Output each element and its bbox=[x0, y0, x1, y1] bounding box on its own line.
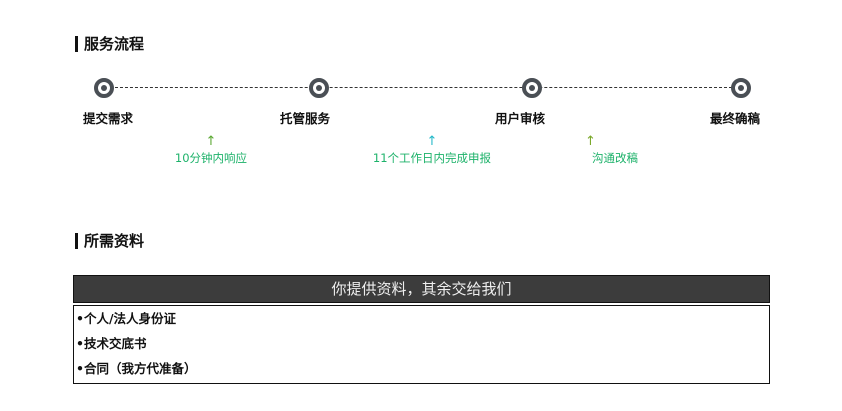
note-text: 10分钟内响应 bbox=[174, 151, 248, 165]
process-heading: 服务流程 bbox=[75, 36, 144, 52]
arrow-up-icon: ↑ bbox=[585, 134, 596, 149]
step-marker-icon bbox=[94, 78, 114, 98]
materials-heading: 所需资料 bbox=[75, 233, 144, 249]
list-item: •技术交底书 bbox=[76, 336, 147, 351]
step-label: 托管服务 bbox=[279, 111, 331, 126]
materials-banner: 你提供资料，其余交给我们 bbox=[73, 275, 770, 303]
arrow-up-icon: ↑ bbox=[426, 134, 438, 149]
step-note: ↑ 沟通改稿 bbox=[585, 133, 645, 167]
step-marker-icon bbox=[731, 78, 751, 98]
arrow-up-icon: ↑ bbox=[205, 134, 217, 149]
note-text: 沟通改稿 bbox=[592, 151, 638, 165]
materials-list: •个人/法人身份证 •技术交底书 •合同（我方代准备） bbox=[73, 305, 770, 384]
step-marker-icon bbox=[522, 78, 542, 98]
list-item: •合同（我方代准备） bbox=[76, 361, 197, 376]
timeline-line bbox=[110, 87, 732, 88]
list-item: •个人/法人身份证 bbox=[76, 311, 177, 326]
step-label: 提交需求 bbox=[82, 111, 134, 126]
note-text: 11个工作日内完成申报 bbox=[372, 151, 492, 165]
step-label: 最终确稿 bbox=[709, 111, 761, 126]
step-note: ↑ 10分钟内响应 bbox=[161, 133, 261, 167]
step-note: ↑ 11个工作日内完成申报 bbox=[367, 133, 497, 167]
step-label: 用户审核 bbox=[494, 111, 546, 126]
step-marker-icon bbox=[309, 78, 329, 98]
